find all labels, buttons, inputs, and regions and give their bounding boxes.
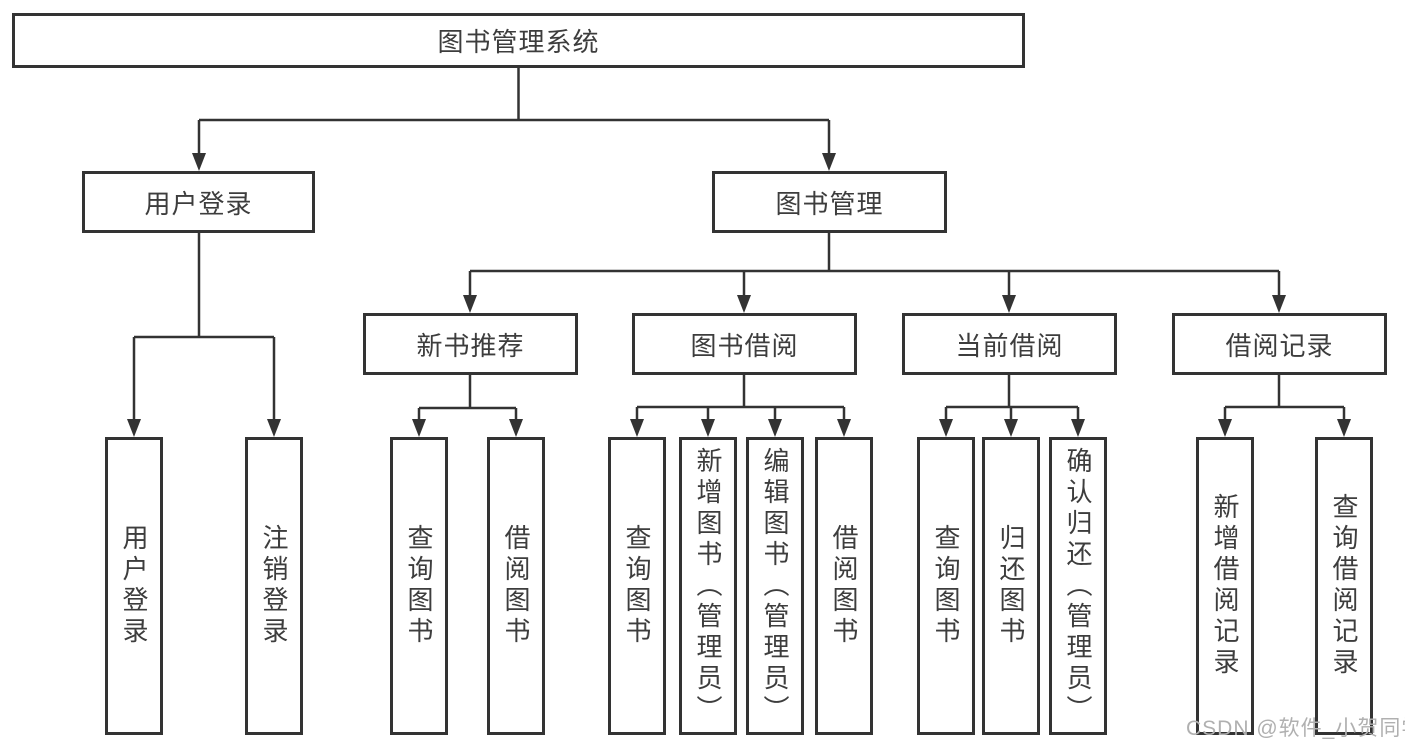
leaf-label: 查询借阅记录 xyxy=(1329,493,1359,679)
leaf-label: 借阅图书 xyxy=(501,524,531,648)
arrowhead xyxy=(463,295,477,313)
leaf-borrow-books: 借阅图书 xyxy=(815,437,873,735)
node-book-management: 图书管理 xyxy=(712,171,947,233)
arrowhead xyxy=(939,419,953,437)
connector-current-children xyxy=(939,375,1085,437)
leaf-query-books-recommend: 查询图书 xyxy=(390,437,448,735)
leaf-label: 查询图书 xyxy=(622,524,652,648)
leaf-return-book: 归还图书 xyxy=(982,437,1040,735)
node-label: 图书借阅 xyxy=(690,330,799,361)
leaf-edit-book-admin: 编辑图书（管理员） xyxy=(746,437,804,735)
node-borrow-record: 借阅记录 xyxy=(1172,313,1387,375)
leaf-query-books-current: 查询图书 xyxy=(917,437,975,735)
connector-record-children xyxy=(1218,375,1351,437)
leaf-query-books-borrow: 查询图书 xyxy=(608,437,666,735)
node-system-root: 图书管理系统 xyxy=(12,13,1025,68)
node-book-borrow: 图书借阅 xyxy=(632,313,857,375)
node-label: 图书管理系统 xyxy=(437,27,600,57)
leaf-logout: 注销登录 xyxy=(245,437,303,735)
connector-root-to-level1 xyxy=(192,68,836,171)
arrowhead xyxy=(509,419,523,437)
leaf-label: 注销登录 xyxy=(259,524,289,648)
arrowhead xyxy=(1002,295,1016,313)
leaf-add-book-admin: 新增图书（管理员） xyxy=(679,437,737,735)
arrowhead xyxy=(768,419,782,437)
leaf-label: 归还图书 xyxy=(996,524,1026,648)
connector-newbook-children xyxy=(412,375,523,437)
arrowhead xyxy=(192,153,206,171)
connector-borrow-children xyxy=(630,375,851,437)
node-label: 图书管理 xyxy=(775,188,884,219)
arrowhead xyxy=(1218,419,1232,437)
node-current-borrow: 当前借阅 xyxy=(902,313,1117,375)
arrowhead xyxy=(630,419,644,437)
leaf-borrow-books-recommend: 借阅图书 xyxy=(487,437,545,735)
leaf-label: 借阅图书 xyxy=(829,524,859,648)
leaf-label: 确认归还（管理员） xyxy=(1063,446,1093,726)
leaf-label: 用户登录 xyxy=(119,524,149,648)
csdn-watermark: CSDN @软件_小贺同学 xyxy=(1186,717,1405,740)
arrowhead xyxy=(701,419,715,437)
leaf-label: 查询图书 xyxy=(404,524,434,648)
leaf-label: 新增图书（管理员） xyxy=(693,446,723,726)
node-label: 当前借阅 xyxy=(955,330,1064,361)
leaf-query-borrow-record: 查询借阅记录 xyxy=(1315,437,1373,735)
node-label: 新书推荐 xyxy=(416,330,525,361)
leaf-label: 编辑图书（管理员） xyxy=(760,446,790,726)
arrowhead xyxy=(1004,419,1018,437)
node-label: 用户登录 xyxy=(144,188,253,219)
leaf-confirm-return-admin: 确认归还（管理员） xyxy=(1049,437,1107,735)
arrowhead xyxy=(1071,419,1085,437)
leaf-label: 新增借阅记录 xyxy=(1210,493,1240,679)
arrowhead xyxy=(837,419,851,437)
connector-login-children xyxy=(127,233,281,437)
leaf-add-borrow-record: 新增借阅记录 xyxy=(1196,437,1254,735)
node-new-book-recommend: 新书推荐 xyxy=(363,313,578,375)
arrowhead xyxy=(1272,295,1286,313)
arrowhead xyxy=(412,419,426,437)
arrowhead xyxy=(267,419,281,437)
leaf-user-login: 用户登录 xyxy=(105,437,163,735)
node-label: 借阅记录 xyxy=(1225,330,1334,361)
arrowhead xyxy=(127,419,141,437)
arrowhead xyxy=(1337,419,1351,437)
connector-mgmt-groups xyxy=(463,233,1286,313)
arrowhead xyxy=(822,153,836,171)
arrowhead xyxy=(737,295,751,313)
node-user-login: 用户登录 xyxy=(82,171,315,233)
leaf-label: 查询图书 xyxy=(931,524,961,648)
